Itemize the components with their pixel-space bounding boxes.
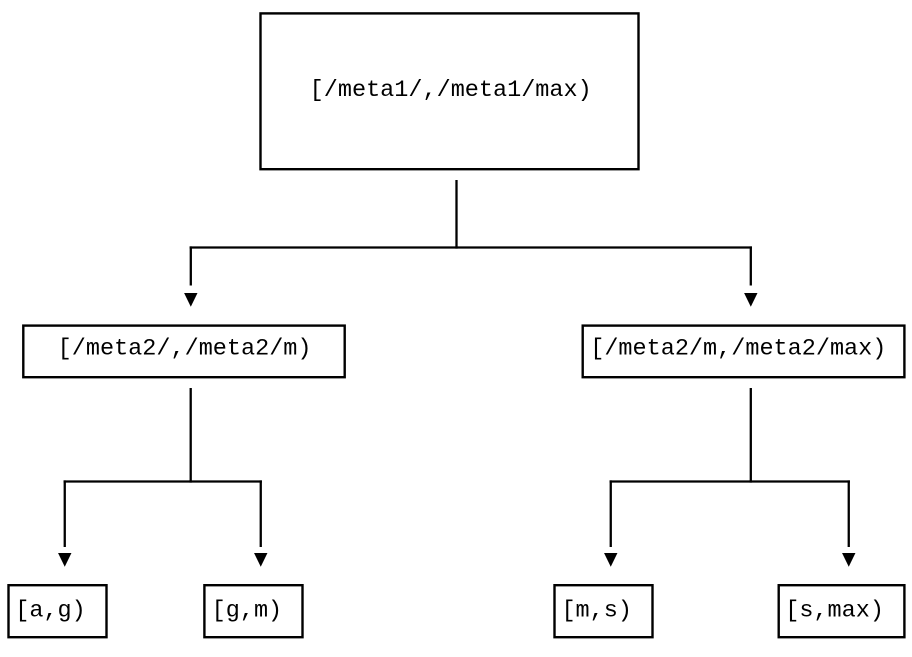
svg-text:[/meta2/m,/meta2/max): [/meta2/m,/meta2/max) — [590, 335, 886, 362]
svg-text:[m,s): [m,s) — [561, 597, 632, 624]
svg-text:[/meta2/,/meta2/m): [/meta2/,/meta2/m) — [58, 335, 312, 362]
svg-text:[a,g): [a,g) — [15, 597, 86, 624]
svg-text:[g,m): [g,m) — [212, 597, 283, 624]
svg-text:[s,max): [s,max) — [785, 597, 884, 624]
svg-text:[/meta1/,/meta1/max): [/meta1/,/meta1/max) — [310, 77, 592, 104]
